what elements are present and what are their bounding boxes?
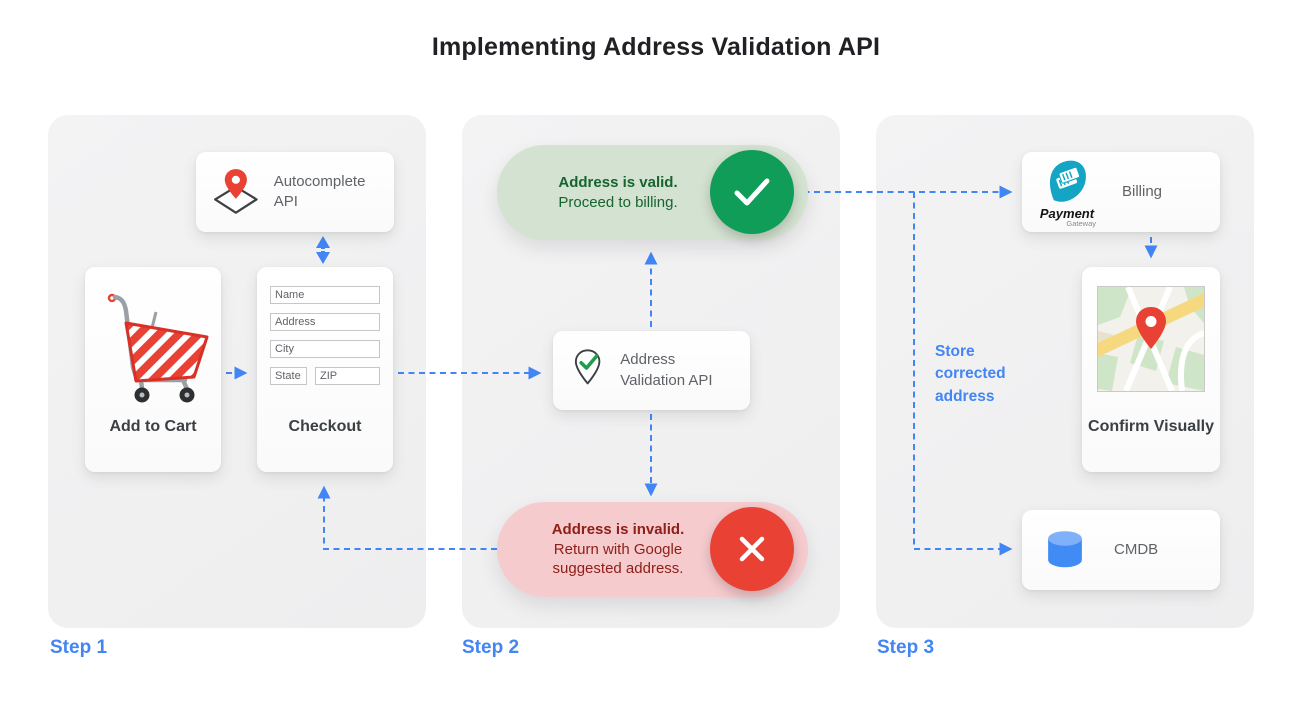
payment-logo-word: Payment [1039,205,1095,221]
add-to-cart-label: Add to Cart [109,418,197,435]
zip-field: ZIP [315,367,380,385]
valid-pill-subtitle: Proceed to billing. [558,193,678,211]
autocomplete-api-card: Autocomplete API [196,152,394,232]
pin-check-icon [574,348,601,384]
shopping-cart-icon [107,293,209,403]
confirm-visually-label: Confirm Visually [1088,418,1214,435]
x-icon [710,507,794,591]
payment-gateway-logo: Payment Gateway [1036,156,1098,228]
valid-pill-title: Address is valid. [558,174,678,191]
map-pin-diamond-icon [214,169,258,214]
map-thumbnail [1097,285,1206,393]
store-corrected-address-note: Store corrected address [935,343,1006,405]
city-field: City [270,340,380,358]
invalid-pill-title: Address is invalid. [551,521,685,539]
address-validation-api-label: Address Validation API [620,351,713,389]
step1-label: Step 1 [50,637,108,658]
confirm-visually-card: Confirm Visually [1082,267,1220,472]
checkout-label: Checkout [288,418,362,435]
database-cylinder-icon [1048,531,1082,568]
autocomplete-api-label: Autocomplete API [273,172,366,210]
cmdb-card: CMDB [1022,510,1220,590]
checkout-form: Name Address City State ZIP [270,286,380,385]
state-field: State [270,367,307,385]
billing-card: Payment Gateway Billing [1022,152,1220,232]
page-title: Implementing Address Validation API [431,33,881,61]
gateway-logo-word: Gateway [1066,218,1096,228]
step2-label: Step 2 [462,637,520,658]
address-field: Address [270,313,380,331]
cmdb-label: CMDB [1114,540,1159,558]
checkout-card: Name Address City State ZIP Checkout [257,267,393,472]
add-to-cart-card: Add to Cart [85,267,221,472]
billing-label: Billing [1122,182,1163,200]
payment-gateway-icon [1049,160,1086,202]
name-field: Name [270,286,380,304]
check-icon [710,150,794,234]
address-validation-api-card: Address Validation API [553,331,750,410]
step3-label: Step 3 [877,637,935,658]
invalid-pill-subtitle: Return with Google suggested address. [552,540,684,578]
